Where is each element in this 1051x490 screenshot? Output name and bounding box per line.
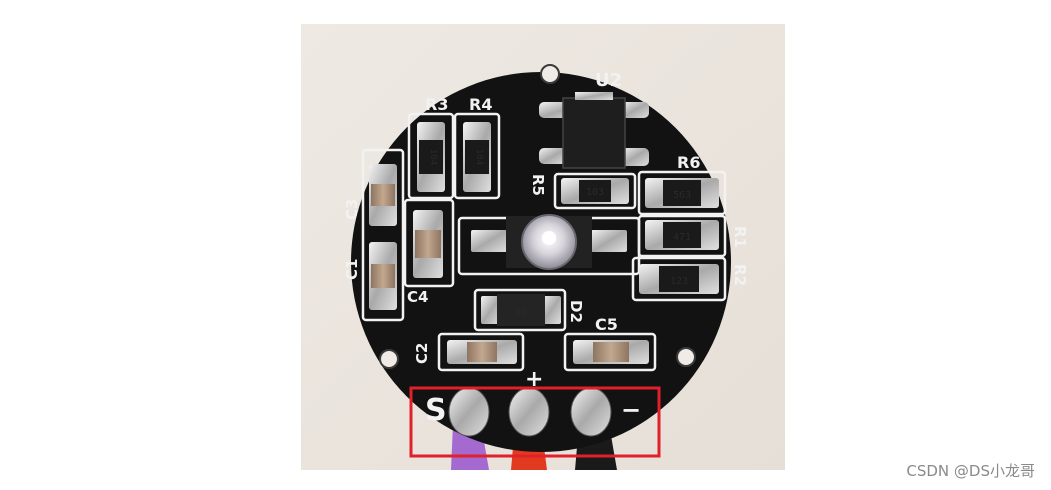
led-sensor: [471, 214, 627, 270]
label-c3: C3: [343, 199, 361, 220]
label-r3: R3: [425, 95, 448, 114]
ic-u2: [539, 92, 649, 169]
resistors-r6-r1-r2: 563 471 123: [639, 178, 719, 294]
label-r4: R4: [469, 95, 492, 114]
highlight-box: [409, 386, 661, 458]
label-c1: C1: [343, 259, 361, 280]
resistor-r5: 103: [561, 178, 629, 204]
r6-code: 563: [673, 190, 691, 201]
r3-code: 104: [428, 149, 438, 165]
silkscreen-labels: U2 R3 R4 R6 R5 R1 R2 C3 C1 C4 C2 C5 D2 S…: [343, 70, 749, 428]
label-plus: +: [525, 367, 543, 392]
diode-d2: B2: [481, 294, 561, 326]
label-d2: D2: [567, 300, 585, 323]
capacitors-c2-c5: [447, 340, 649, 364]
label-c2: C2: [413, 343, 431, 364]
watermark: CSDN @DS小龙哥: [906, 462, 1035, 480]
label-r1: R1: [731, 226, 749, 248]
label-u2: U2: [595, 70, 622, 91]
r2-code: 123: [670, 276, 688, 287]
label-r6: R6: [677, 153, 700, 172]
r4-code: 104: [474, 149, 484, 165]
label-c5: C5: [595, 315, 618, 334]
label-s: S: [425, 393, 447, 428]
resistors-r3-r4: 104 104: [417, 122, 491, 192]
label-c4: C4: [407, 288, 428, 306]
r5-code: 103: [586, 187, 604, 198]
label-r2: R2: [731, 264, 749, 286]
label-minus: −: [621, 396, 641, 424]
d2-code: B2: [516, 308, 527, 318]
capacitors-c3-c1: [369, 164, 397, 310]
pulse-sensor-photo: 104 104 103 563 471 123: [301, 24, 785, 470]
label-r5: R5: [529, 174, 547, 196]
r1-code: 471: [673, 232, 691, 243]
solder-joints: [448, 387, 612, 437]
mounting-holes: [379, 64, 696, 369]
capacitor-c4: [413, 210, 443, 278]
